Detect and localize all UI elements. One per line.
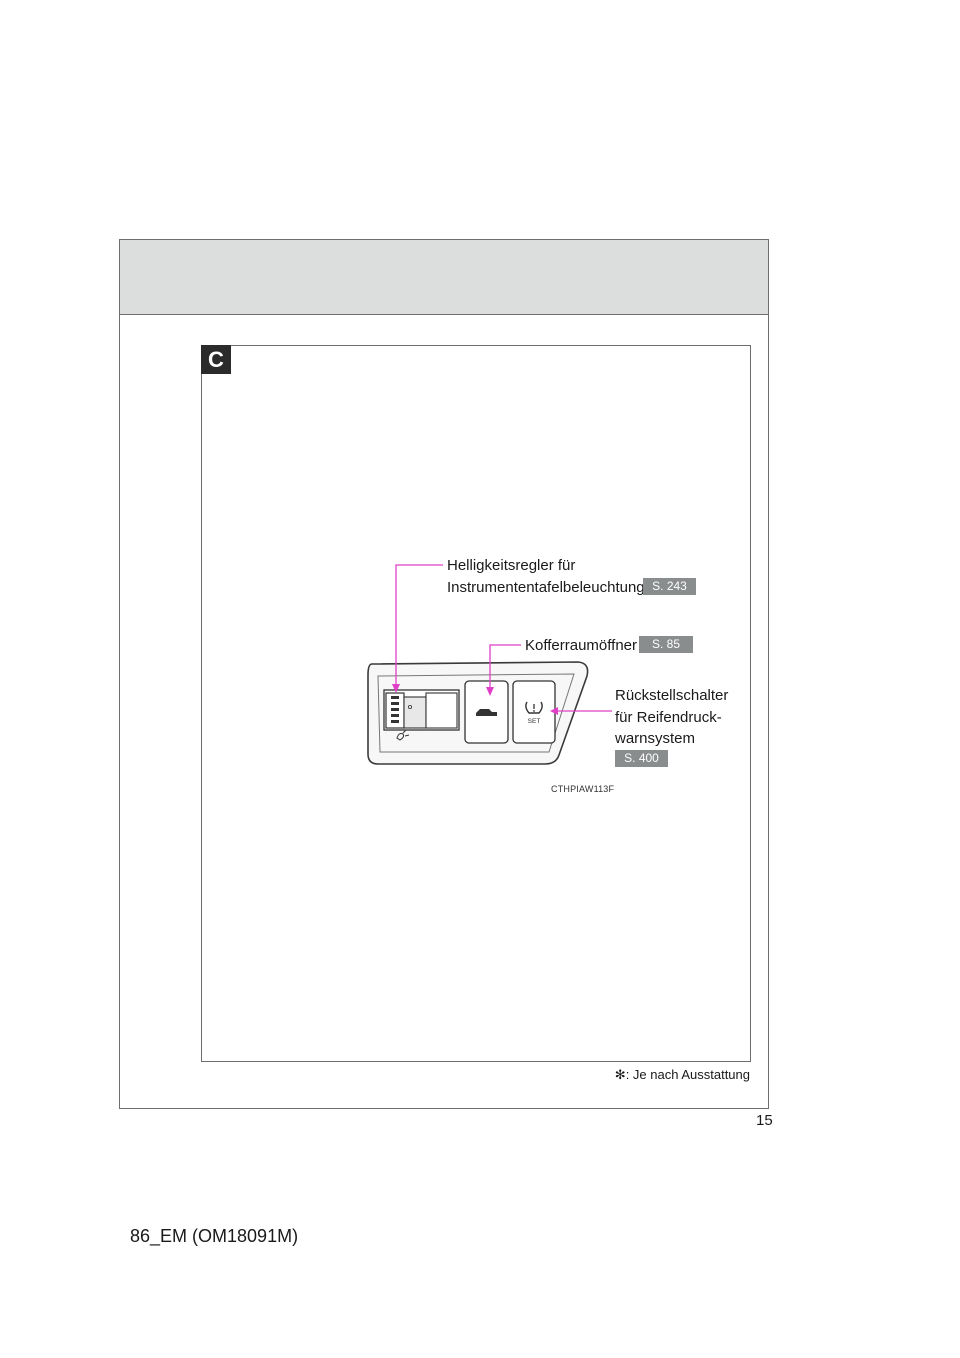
illumination-icon <box>396 729 410 741</box>
tpms-label-line2: für Reifendruck- <box>615 709 722 726</box>
callout-arrowheads <box>392 684 558 715</box>
brightness-label-line1: Helligkeitsregler für <box>447 557 576 574</box>
page-number: 15 <box>756 1112 773 1129</box>
document-id: 86_EM (OM18091M) <box>130 1226 299 1246</box>
brightness-page-ref[interactable]: S. 243 <box>643 578 696 595</box>
tpms-page-ref[interactable]: S. 400 <box>615 750 668 767</box>
tpms-reset-button[interactable] <box>512 680 556 744</box>
equipment-footnote: ✻: Je nach Ausstattung <box>614 1067 750 1082</box>
tpms-label-line3: warnsystem <box>615 730 696 747</box>
section-box <box>201 345 751 1062</box>
trunk-page-ref[interactable]: S. 85 <box>639 636 693 653</box>
dial-ridges-icon <box>391 696 399 723</box>
tire-pressure-warning-icon <box>525 701 543 714</box>
trunk-label: Kofferraumöffner <box>525 637 638 654</box>
section-letter-badge: C <box>201 345 231 374</box>
brightness-label-line2: Instrumententafelbeleuchtung <box>447 579 645 596</box>
tpms-label-line1: Rückstellschalter <box>615 687 729 704</box>
page-frame <box>119 239 769 1109</box>
callout-lines <box>395 564 612 712</box>
car-trunk-icon <box>476 709 497 716</box>
switch-panel-bezel <box>377 673 575 753</box>
set-label: SET <box>528 718 541 725</box>
header-band <box>120 240 768 315</box>
figure-code: CTHPIAW113F <box>551 784 615 794</box>
